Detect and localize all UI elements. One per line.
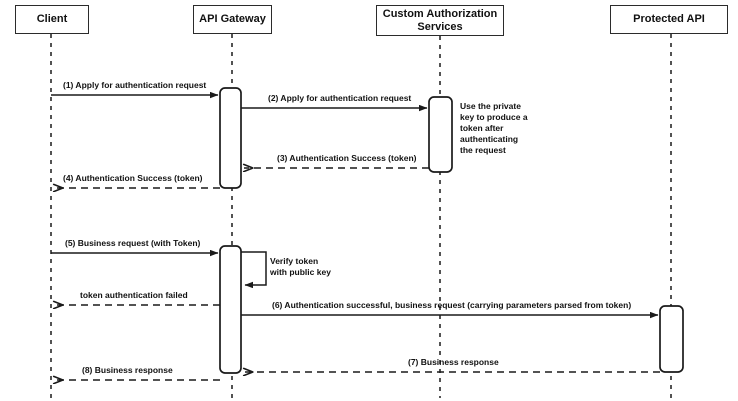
self-message-label-verify-token: Verify token with public key [270, 256, 331, 277]
self-message-verify-token [241, 251, 267, 289]
participant-box-gateway[interactable]: API Gateway [193, 5, 272, 34]
message-label-1: (1) Apply for authentication request [63, 80, 207, 90]
activation-auth-1 [428, 96, 453, 173]
message-label-token-failed: token authentication failed [80, 290, 188, 300]
participant-box-api[interactable]: Protected API [610, 5, 728, 34]
message-label-5: (5) Business request (with Token) [65, 238, 201, 248]
activation-gateway-1 [219, 87, 242, 189]
note-private-key: Use the private key to produce a token a… [460, 101, 528, 155]
message-label-2: (2) Apply for authentication request [268, 93, 412, 103]
activation-api-1 [659, 305, 684, 373]
participant-box-client[interactable]: Client [15, 5, 89, 34]
activation-gateway-2 [219, 245, 242, 374]
activation-bars [219, 87, 684, 374]
message-label-6: (6) Authentication successful, business … [272, 300, 632, 310]
message-label-3: (3) Authentication Success (token) [277, 153, 417, 163]
message-label-4: (4) Authentication Success (token) [63, 173, 203, 183]
message-label-8: (8) Business response [82, 365, 173, 375]
message-label-7: (7) Business response [408, 357, 499, 367]
participant-box-auth[interactable]: Custom Authorization Services [376, 5, 504, 36]
lifelines [50, 34, 672, 398]
